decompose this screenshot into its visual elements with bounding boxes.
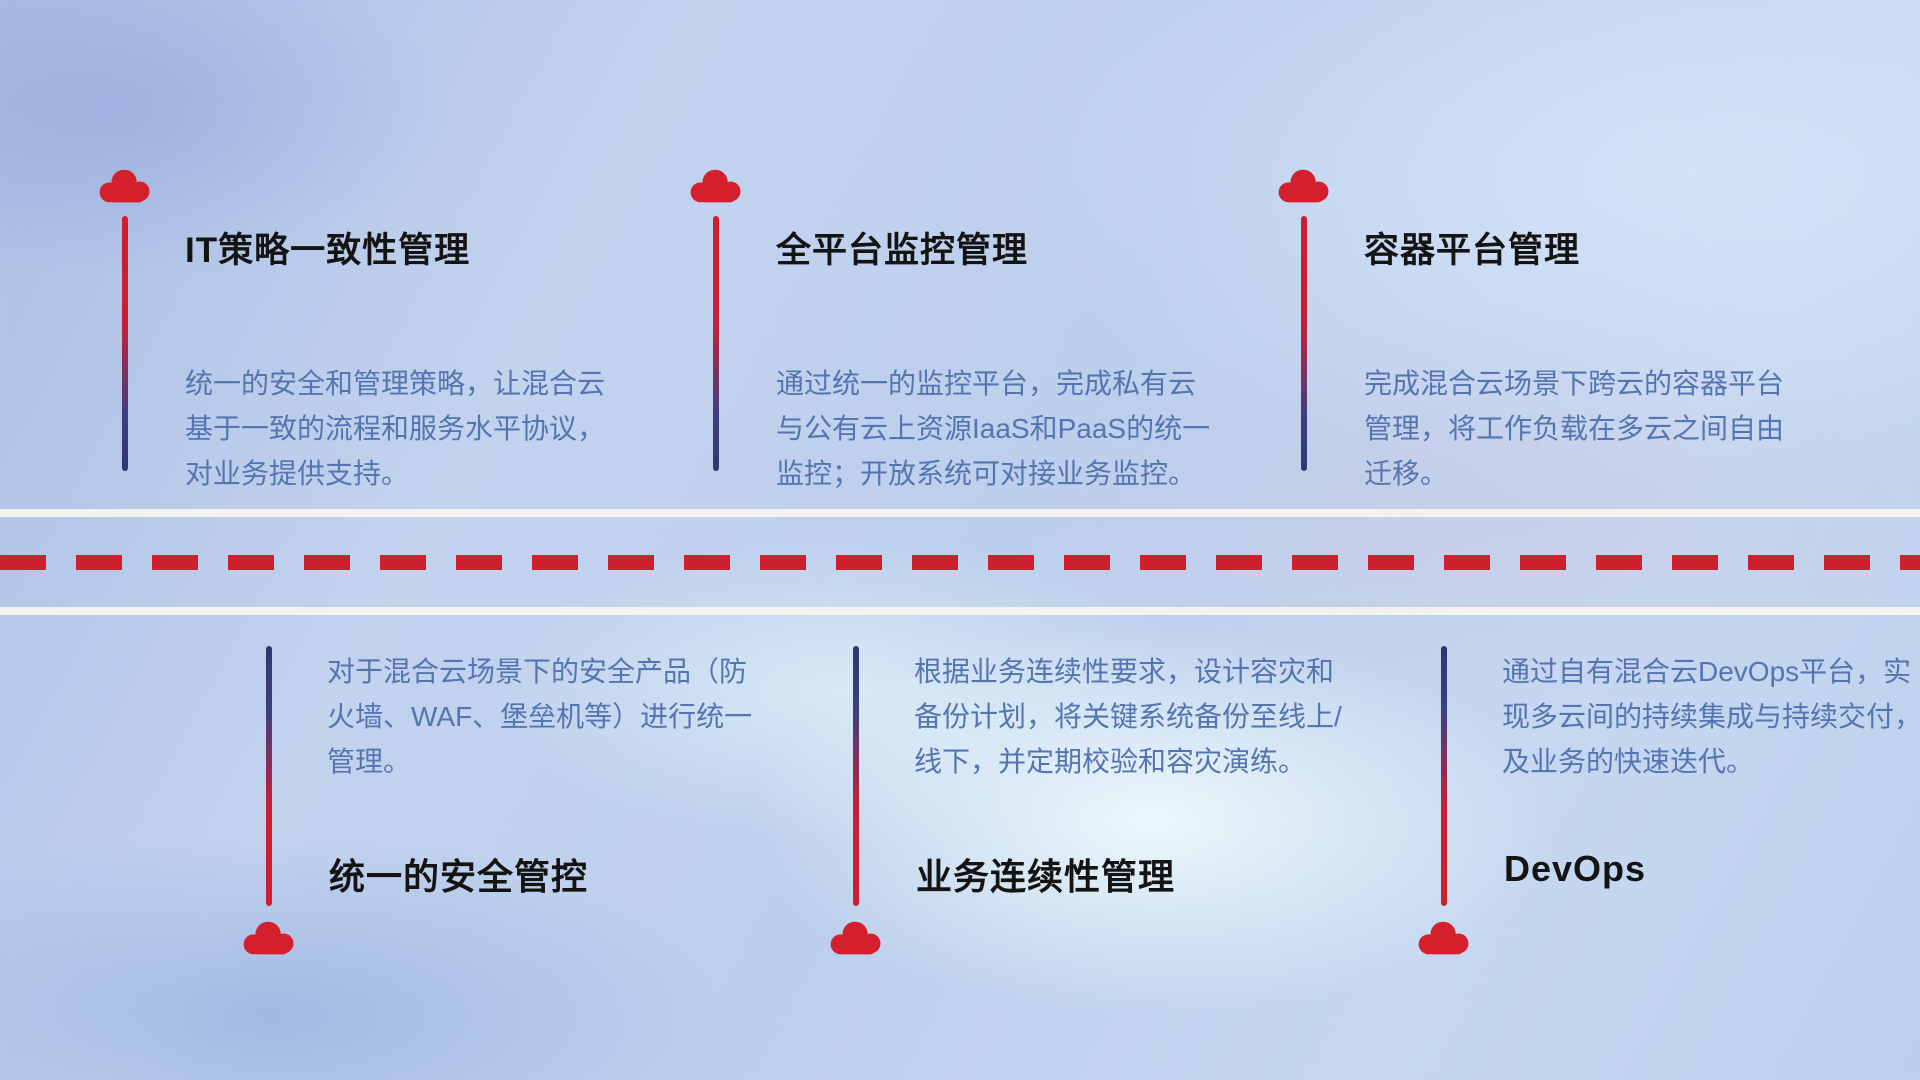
timeline-stem <box>713 216 719 471</box>
cloud-shape <box>243 921 294 955</box>
cloud-shape <box>1418 921 1469 955</box>
capability-title: 全平台监控管理 <box>776 231 1029 270</box>
capability-item-devops: 通过自有混合云DevOps平台，实现多云间的持续集成与持续交付，及业务的快速迭代… <box>1415 640 1920 1060</box>
road-line-top <box>0 509 1920 517</box>
capability-title: DevOps <box>1504 848 1647 889</box>
cloud-icon <box>690 169 741 203</box>
capability-item-security-control: 对于混合云场景下的安全产品（防火墙、WAF、堡垒机等）进行统一管理。 统一的安全… <box>240 640 780 1060</box>
road-dashed-centerline <box>0 555 1920 570</box>
capability-title: 统一的安全管控 <box>329 856 589 897</box>
capability-item-business-continuity: 根据业务连续性要求，设计容灾和备份计划，将关键系统备份至线上/线下，并定期校验和… <box>827 640 1367 1060</box>
cloud-icon <box>1278 169 1329 203</box>
cloud-shape <box>830 921 881 955</box>
timeline-stem <box>1301 216 1307 471</box>
capability-item-monitoring: 全平台监控管理 通过统一的监控平台，完成私有云与公有云上资源IaaS和PaaS的… <box>687 166 1227 586</box>
capability-item-it-policy: IT策略一致性管理 统一的安全和管理策略，让混合云基于一致的流程和服务水平协议，… <box>96 166 636 586</box>
capability-description: 完成混合云场景下跨云的容器平台管理，将工作负载在多云之间自由迁移。 <box>1364 368 1785 489</box>
cloud-icon <box>99 169 150 203</box>
cloud-icon <box>1418 921 1469 955</box>
cloud-icon <box>830 921 881 955</box>
capability-title: 容器平台管理 <box>1364 231 1581 270</box>
capability-description: 统一的安全和管理策略，让混合云基于一致的流程和服务水平协议，对业务提供支持。 <box>185 368 606 489</box>
cloud-shape <box>1278 169 1329 203</box>
capability-description: 通过自有混合云DevOps平台，实现多云间的持续集成与持续交付，及业务的快速迭代… <box>1502 656 1920 777</box>
timeline-stem <box>266 646 272 906</box>
timeline-stem <box>853 646 859 906</box>
timeline-stem <box>1441 646 1447 906</box>
capability-title: IT策略一致性管理 <box>185 231 471 270</box>
capability-description: 通过统一的监控平台，完成私有云与公有云上资源IaaS和PaaS的统一监控；开放系… <box>776 368 1211 489</box>
cloud-shape <box>690 169 741 203</box>
capability-title: 业务连续性管理 <box>916 856 1176 897</box>
capability-item-container-platform: 容器平台管理 完成混合云场景下跨云的容器平台管理，将工作负载在多云之间自由迁移。 <box>1275 166 1815 586</box>
road-line-bottom <box>0 607 1920 615</box>
capability-description: 根据业务连续性要求，设计容灾和备份计划，将关键系统备份至线上/线下，并定期校验和… <box>914 656 1342 777</box>
timeline-stem <box>122 216 128 471</box>
cloud-icon <box>243 921 294 955</box>
capability-description: 对于混合云场景下的安全产品（防火墙、WAF、堡垒机等）进行统一管理。 <box>327 656 753 777</box>
cloud-shape <box>99 169 150 203</box>
